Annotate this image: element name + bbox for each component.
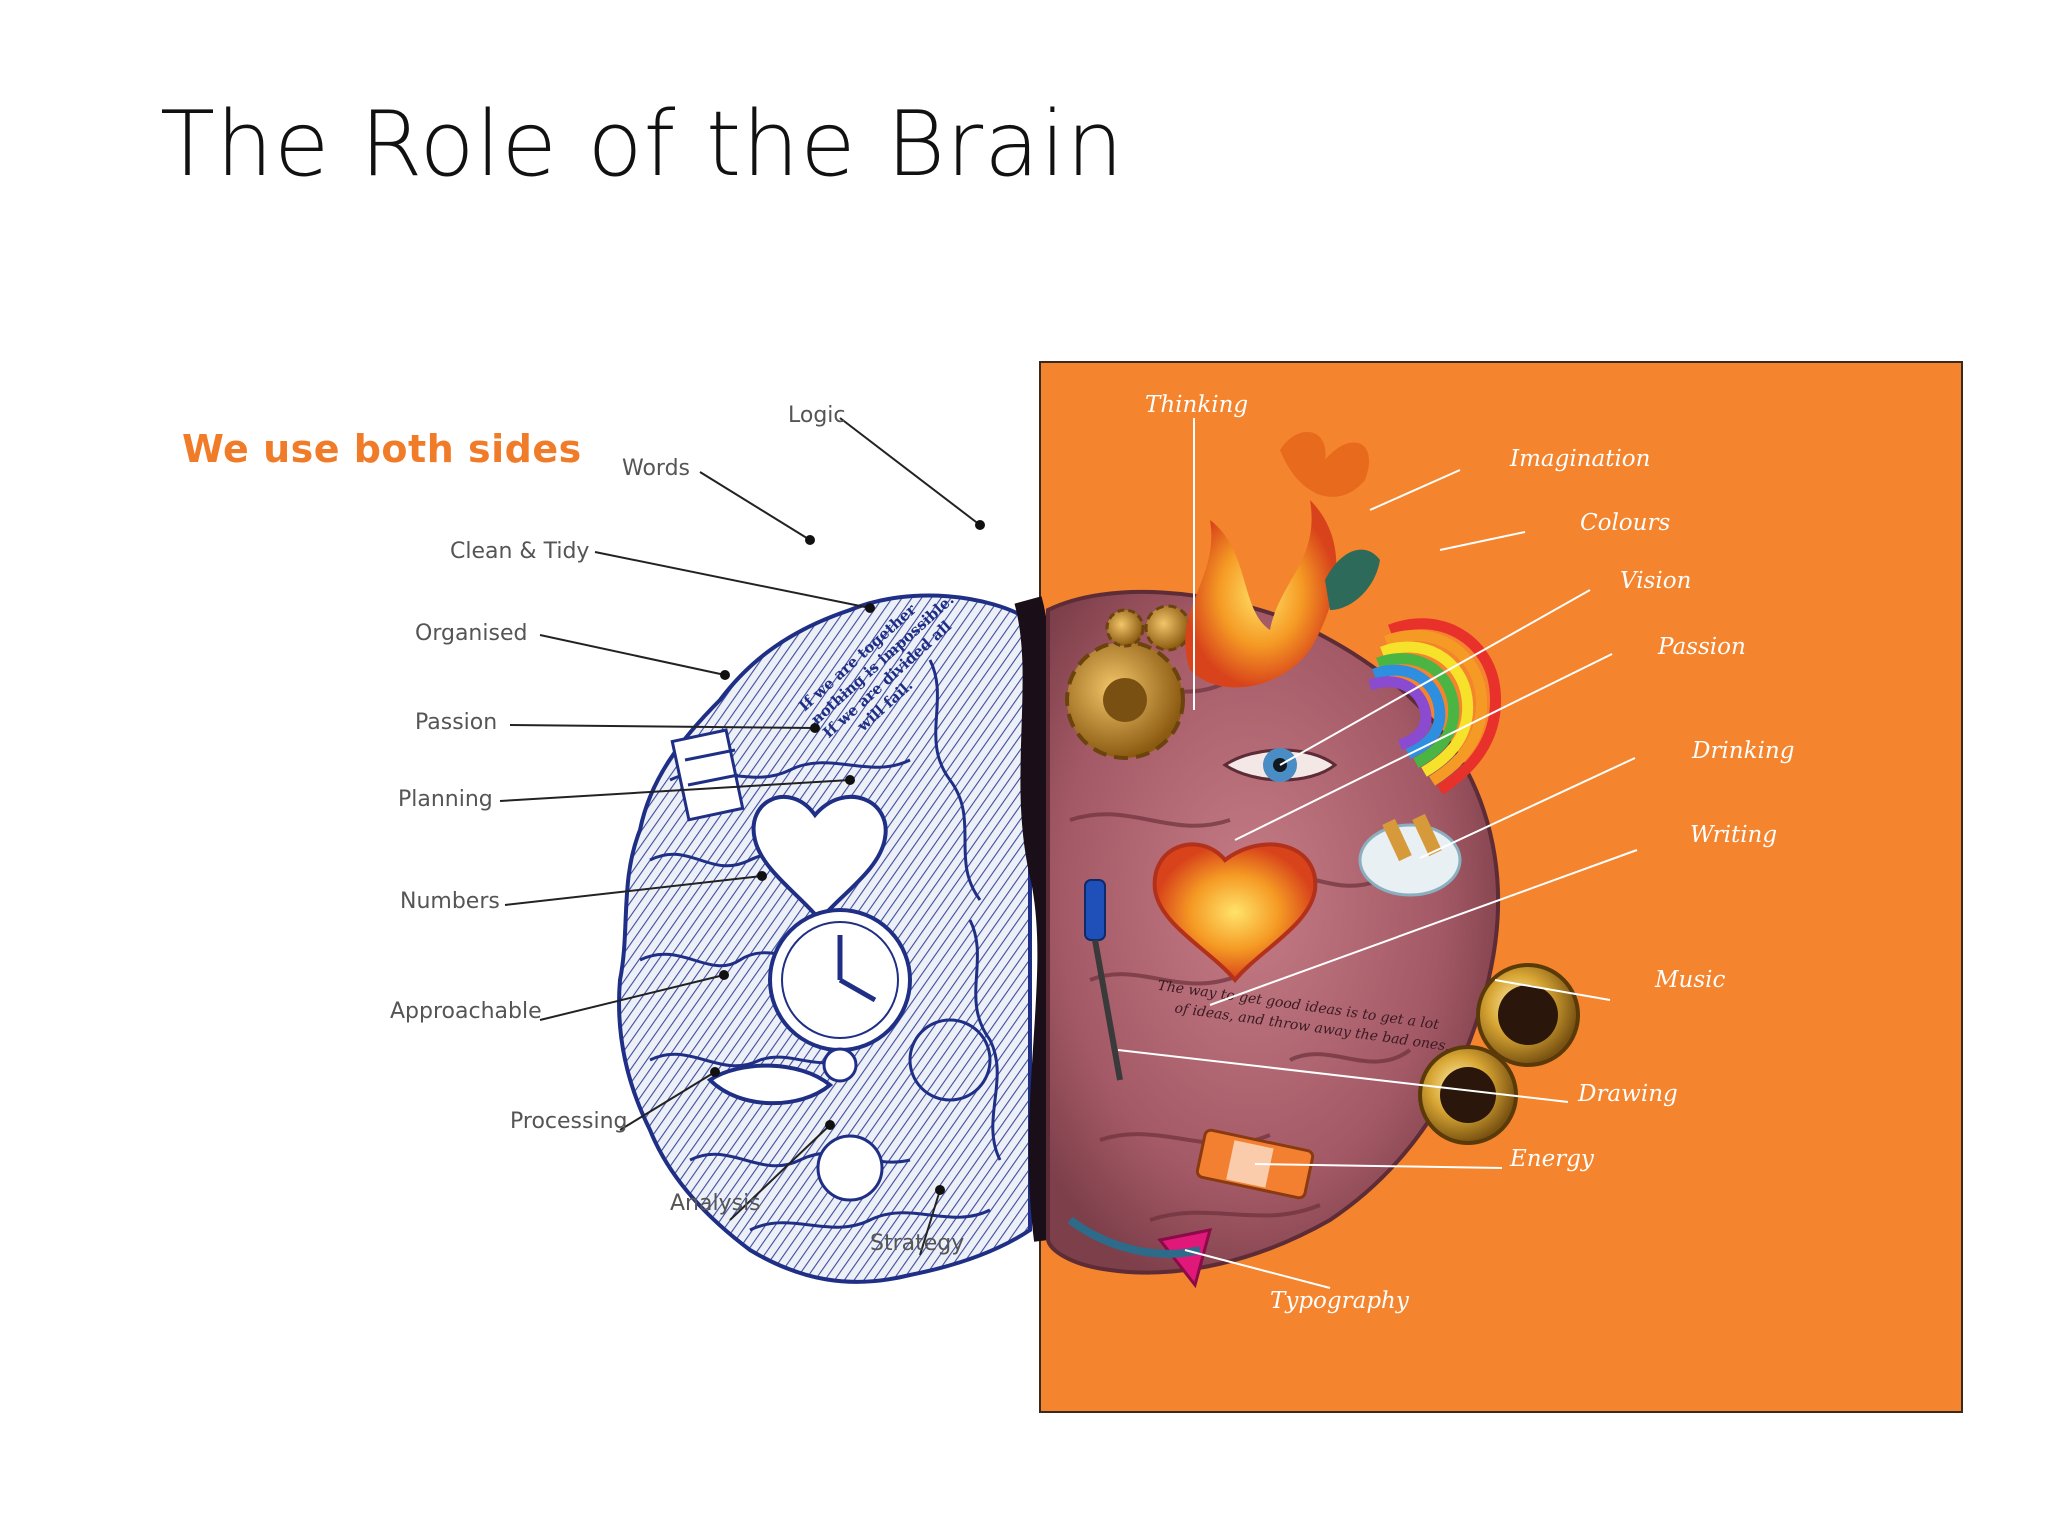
figure-heading: We use both sides bbox=[182, 427, 582, 471]
label-typography: Typography bbox=[1270, 1288, 1410, 1314]
right-brain: The way to get good ideas is to get a lo… bbox=[1046, 431, 1580, 1289]
left-leader-lines bbox=[499, 417, 981, 1256]
label-imagination: Imagination bbox=[1509, 446, 1650, 472]
label-strategy: Strategy bbox=[870, 1231, 964, 1256]
brain-divider bbox=[1014, 596, 1066, 1242]
label-music: Music bbox=[1654, 967, 1726, 993]
label-words: Words bbox=[622, 456, 690, 481]
label-energy: Energy bbox=[1509, 1146, 1595, 1172]
cabinet-icon bbox=[670, 728, 745, 822]
left-labels: Logic Words Clean & Tidy Organised Passi… bbox=[390, 403, 964, 1256]
label-passion-right: Passion bbox=[1657, 634, 1746, 660]
rainbow-icon bbox=[1368, 618, 1502, 795]
label-logic: Logic bbox=[788, 403, 846, 428]
label-numbers: Numbers bbox=[400, 889, 500, 914]
typography-icon bbox=[1157, 1228, 1213, 1289]
drink-icon bbox=[1358, 813, 1462, 897]
right-labels: Thinking Imagination Colours Vision Pass… bbox=[1145, 392, 1794, 1314]
compass-icon bbox=[908, 1018, 992, 1102]
label-passion-left: Passion bbox=[415, 710, 497, 735]
label-analysis: Analysis bbox=[670, 1191, 761, 1216]
label-thinking: Thinking bbox=[1145, 392, 1248, 418]
slide-title: The Role of the Brain bbox=[160, 92, 1125, 197]
mouth-icon bbox=[706, 1063, 834, 1106]
label-writing: Writing bbox=[1690, 822, 1777, 848]
label-approachable: Approachable bbox=[390, 999, 542, 1024]
label-drawing: Drawing bbox=[1577, 1081, 1678, 1107]
right-leader-lines bbox=[1117, 418, 1638, 1289]
label-planning: Planning bbox=[398, 787, 493, 812]
clock-icon bbox=[768, 908, 912, 1083]
label-processing: Processing bbox=[510, 1109, 627, 1134]
brain-diagram: We use both sides bbox=[182, 361, 1963, 1413]
dragon-icon bbox=[1185, 431, 1380, 688]
label-vision: Vision bbox=[1620, 568, 1691, 594]
label-organised: Organised bbox=[415, 621, 527, 646]
left-brain: If we are together nothing is impossible… bbox=[617, 590, 1032, 1284]
brain-figure: We use both sides bbox=[150, 360, 1968, 1414]
gear-icon bbox=[1065, 604, 1192, 760]
label-drinking: Drinking bbox=[1691, 738, 1794, 764]
heart-icon bbox=[1152, 842, 1318, 984]
label-clean-tidy: Clean & Tidy bbox=[450, 539, 589, 564]
pen-icon bbox=[1084, 879, 1123, 1081]
label-colours: Colours bbox=[1580, 510, 1670, 536]
processing-icon bbox=[816, 1134, 884, 1202]
left-leader-dots bbox=[710, 520, 985, 1195]
